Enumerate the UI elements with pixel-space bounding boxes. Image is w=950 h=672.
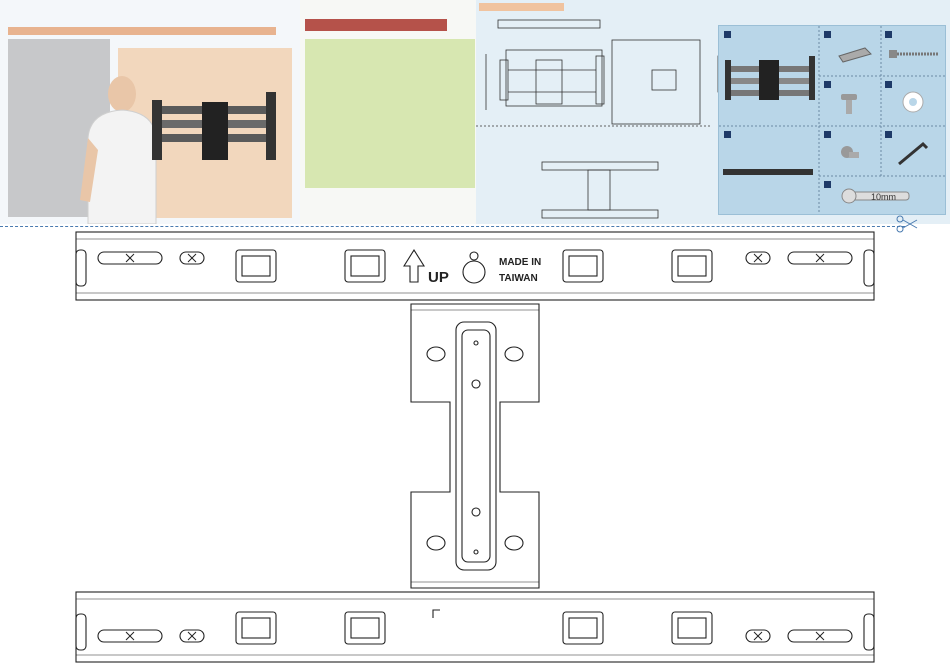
photo-header-bar xyxy=(8,27,276,35)
part-marker xyxy=(824,181,831,188)
part-marker xyxy=(824,81,831,88)
wall-plate-part xyxy=(725,56,815,102)
wrench-size-label: 10mm xyxy=(871,192,896,202)
socket-screw-icon xyxy=(837,142,863,168)
hex-key-icon xyxy=(895,138,929,168)
wrench-icon: 10mm xyxy=(841,186,915,206)
up-label: UP xyxy=(428,269,449,286)
top-rail xyxy=(76,232,874,300)
drilling-template: UP MADE IN TAIWAN xyxy=(0,226,950,672)
part-marker xyxy=(824,31,831,38)
spacer-strip-part xyxy=(723,166,815,178)
render-background xyxy=(305,39,475,188)
installation-photo-panel xyxy=(0,0,300,224)
product-render-panel xyxy=(300,0,476,224)
part-marker xyxy=(885,81,892,88)
long-bolt-icon xyxy=(887,46,941,62)
dimension-drawings xyxy=(476,14,716,224)
person-photo xyxy=(70,60,160,224)
part-marker xyxy=(824,131,831,138)
render-header-bar xyxy=(305,19,447,31)
hardware-parts-grid: 10mm xyxy=(718,25,946,215)
part-marker xyxy=(885,31,892,38)
part-marker xyxy=(885,131,892,138)
drawing-header-bar xyxy=(479,3,564,11)
part-marker xyxy=(724,31,731,38)
screw-icon xyxy=(837,92,861,116)
country-label: TAIWAN xyxy=(499,273,538,284)
tv-mount-photo xyxy=(150,88,280,164)
made-in-label: MADE IN xyxy=(499,257,541,268)
washer-icon xyxy=(901,90,925,114)
lag-bolt-anchor-icon xyxy=(835,44,875,66)
part-marker xyxy=(724,131,731,138)
